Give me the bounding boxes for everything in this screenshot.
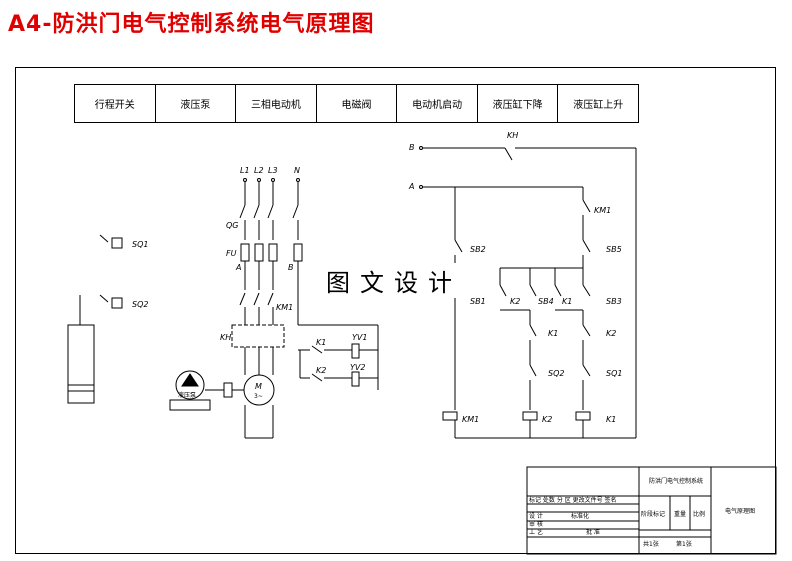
header-cell: 行程开关 (75, 85, 156, 122)
svg-text:A: A (408, 182, 414, 191)
svg-text:K1: K1 (606, 415, 616, 424)
svg-text:KM1: KM1 (276, 303, 293, 312)
svg-text:A: A (235, 263, 241, 272)
svg-text:第1张: 第1张 (676, 540, 692, 548)
svg-text:YV2: YV2 (350, 363, 365, 372)
svg-text:SQ2: SQ2 (548, 369, 564, 378)
svg-text:KH: KH (220, 333, 231, 342)
title-block: 防洪门电气控制系统 电气原理图 标记 处数 分 区 更改文件号 签名 设 计 标… (526, 466, 777, 555)
svg-text:阶段标记: 阶段标记 (641, 510, 665, 518)
svg-text:KH: KH (507, 131, 518, 140)
svg-text:K1: K1 (562, 297, 572, 306)
svg-text:B: B (288, 263, 294, 272)
header-cell: 电动机启动 (397, 85, 478, 122)
svg-text:KM1: KM1 (594, 206, 611, 215)
svg-text:M: M (255, 382, 262, 391)
header-cell: 三相电动机 (236, 85, 317, 122)
svg-text:FU: FU (226, 249, 237, 258)
svg-text:重量: 重量 (674, 510, 686, 518)
pump-label: 液压泵 (178, 391, 196, 399)
sq1-label: SQ1 (132, 240, 148, 249)
svg-text:设 计: 设 计 (529, 512, 543, 520)
svg-text:SB5: SB5 (606, 245, 622, 254)
svg-text:L3: L3 (268, 166, 278, 175)
drawing-frame (15, 67, 776, 554)
svg-text:K1: K1 (316, 338, 326, 347)
svg-text:L2: L2 (254, 166, 264, 175)
svg-text:SB1: SB1 (470, 297, 486, 306)
limit-switch-sq2: SQ2 (99, 294, 148, 309)
function-header-table: 行程开关 液压泵 三相电动机 电磁阀 电动机启动 液压缸下降 液压缸上升 (74, 84, 639, 123)
svg-text:共1张: 共1张 (643, 540, 659, 548)
svg-text:K1: K1 (548, 329, 558, 338)
svg-text:B: B (409, 143, 415, 152)
svg-text:标准化: 标准化 (571, 512, 589, 520)
svg-text:K2: K2 (510, 297, 520, 306)
tb-sheet-name: 电气原理图 (725, 507, 755, 515)
drawing-title: A4-防洪门电气控制系统电气原理图 (8, 12, 375, 37)
svg-text:SB2: SB2 (470, 245, 486, 254)
control-circuit: B KH A SB2 SB1 KM1 KM1 SB5 K2 SB4 K1 (408, 131, 637, 439)
svg-text:KM1: KM1 (462, 415, 479, 424)
hydraulic-cylinder (67, 295, 95, 404)
svg-text:批 准: 批 准 (586, 528, 600, 536)
svg-text:SQ1: SQ1 (606, 369, 622, 378)
svg-text:K2: K2 (542, 415, 552, 424)
header-cell: 电磁阀 (317, 85, 398, 122)
sq2-label: SQ2 (132, 300, 148, 309)
svg-text:K2: K2 (316, 366, 326, 375)
header-cell: 液压泵 (156, 85, 237, 122)
svg-text:L1: L1 (240, 166, 250, 175)
svg-text:标记 处数 分 区 更改文件号 签名: 标记 处数 分 区 更改文件号 签名 (529, 496, 617, 504)
tb-drawing-name: 防洪门电气控制系统 (649, 477, 703, 485)
svg-text:SB4: SB4 (538, 297, 554, 306)
svg-text:N: N (294, 166, 300, 175)
svg-text:比例: 比例 (693, 510, 705, 518)
svg-text:QG: QG (226, 221, 239, 230)
watermark: 图文设计 (322, 263, 466, 298)
svg-text:K2: K2 (606, 329, 616, 338)
header-cell: 液压缸下降 (478, 85, 559, 122)
svg-text:YV1: YV1 (352, 333, 367, 342)
svg-text:审 核: 审 核 (529, 520, 543, 528)
power-circuit: L1 L2 L3 N QG FU A B KM1 KH M 3 (169, 166, 379, 439)
svg-text:3~: 3~ (254, 393, 263, 400)
limit-switch-sq1: SQ1 (99, 234, 148, 249)
svg-text:工 艺: 工 艺 (529, 528, 543, 536)
svg-text:SB3: SB3 (606, 297, 622, 306)
header-cell: 液压缸上升 (573, 100, 624, 111)
